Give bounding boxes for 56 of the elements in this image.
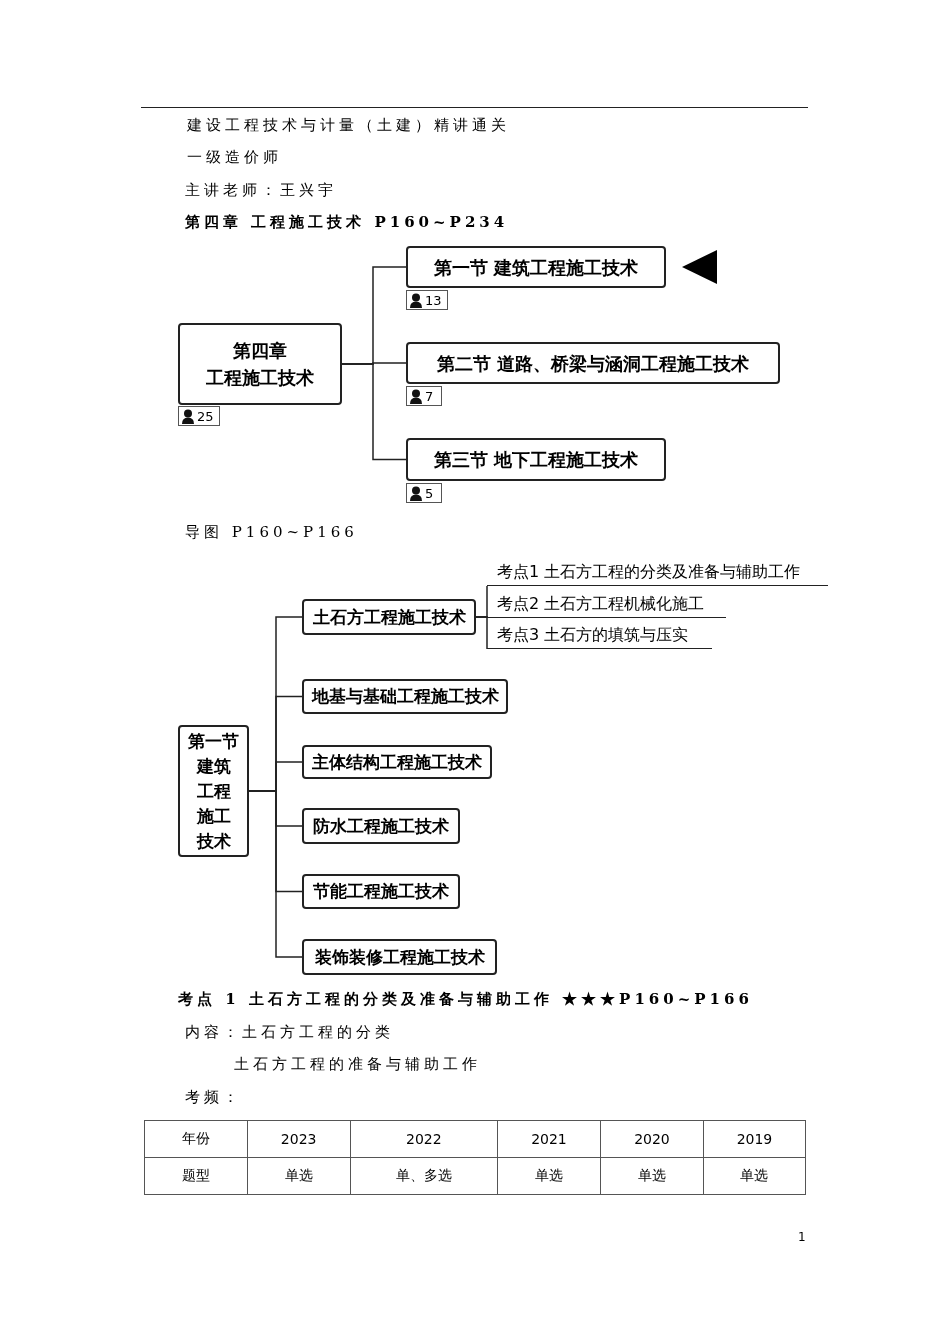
box-text: 防水工程施工技术 [313, 814, 449, 838]
topic-box [406, 246, 666, 288]
frequency-label: 考频： [185, 1088, 242, 1107]
table-cell: 单、多选 [350, 1157, 498, 1195]
content-text: 内容：土石方工程的分类 [185, 1023, 394, 1042]
section-heading: 导图 P160~P166 [185, 523, 358, 542]
topic-text: 考点3 土石方的填筑与压实 [487, 623, 712, 649]
table-cell: 单选 [703, 1157, 806, 1195]
lecturer-text: 主讲老师：王兴宇 [185, 181, 337, 200]
topic-text: 考点2 土石方工程机械化施工 [487, 592, 726, 618]
topic-box [302, 939, 497, 975]
count-label: 5 [425, 485, 434, 501]
topic-box [302, 745, 492, 779]
header-cell: 2023 [247, 1120, 351, 1158]
subtitle-text: 一级造价师 [187, 148, 282, 167]
box-text: 主体结构工程施工技术 [312, 750, 482, 774]
chapter-heading: 第四章 工程施工技术 P160~P234 [185, 213, 509, 232]
content-text: 土石方工程的准备与辅助工作 [234, 1055, 481, 1074]
connector-line [475, 616, 488, 650]
page-number: 1 [798, 1230, 806, 1244]
box-text: 建筑工程施工技术 [195, 754, 232, 853]
table-cell: 单选 [497, 1157, 601, 1195]
topic-box [406, 342, 780, 384]
header-cell: 2019 [703, 1120, 806, 1158]
connector-line [248, 790, 303, 958]
vertical-topic-box [178, 725, 249, 857]
topic-box [302, 599, 476, 635]
box-text: 第三节 地下工程施工技术 [433, 448, 639, 472]
connector-line [341, 363, 407, 461]
topic-box [302, 808, 460, 844]
header-cell: 2021 [497, 1120, 601, 1158]
table-cell: 单选 [247, 1157, 351, 1195]
box-heading: 第一节 [188, 729, 239, 753]
box-text: 地基与基础工程施工技术 [311, 685, 499, 708]
box-text: 第二节 道路、桥梁与涵洞工程施工技术 [436, 351, 750, 376]
topic-box [302, 874, 460, 909]
header-cell: 年份 [144, 1120, 248, 1158]
count-label: 7 [425, 388, 434, 404]
topic-box [302, 679, 508, 714]
box-text: 工程施工技术 [206, 366, 314, 390]
box-heading: 第四章 [233, 339, 287, 363]
title-text: 建设工程技术与计量（土建）精讲通关 [187, 116, 510, 135]
topic-text: 考点1 土石方工程的分类及准备与辅助工作 [487, 560, 828, 586]
box-text: 装饰装修工程施工技术 [314, 945, 485, 969]
table-cell: 题型 [144, 1157, 248, 1195]
box-text: 土石方工程施工技术 [312, 605, 466, 629]
table-cell: 单选 [600, 1157, 704, 1195]
header-cell: 2020 [600, 1120, 704, 1158]
topic-heading: 考点 1 土石方工程的分类及准备与辅助工作 ★★★P160~P166 [178, 990, 753, 1009]
box-text: 节能工程施工技术 [313, 880, 449, 903]
box-text: 第一节 建筑工程施工技术 [433, 255, 639, 280]
header-cell: 2022 [350, 1120, 498, 1158]
topic-box [406, 438, 666, 481]
topic-box [178, 323, 342, 405]
count-label: 13 [425, 292, 442, 308]
count-label: 25 [197, 408, 214, 424]
